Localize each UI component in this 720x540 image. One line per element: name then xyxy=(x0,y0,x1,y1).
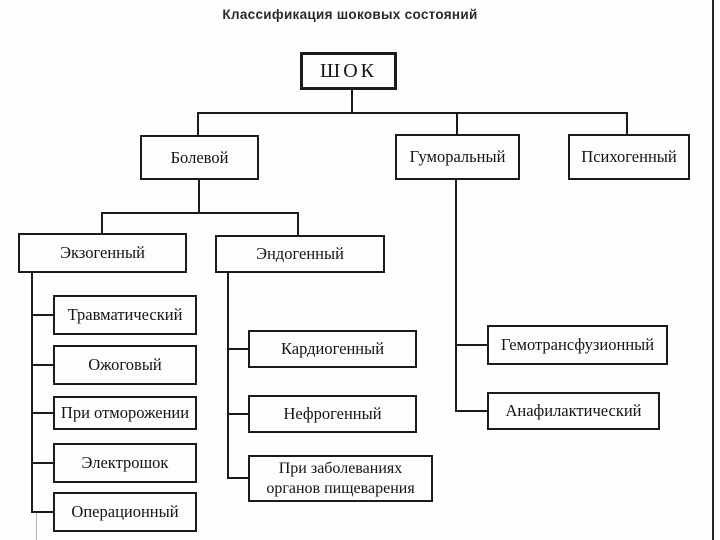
connector-level3-rail xyxy=(101,212,299,214)
connector-tick-kardiogenny xyxy=(227,348,250,350)
diagram-title: Классификация шоковых состояний xyxy=(222,7,478,22)
connector-drop-endogenny xyxy=(297,212,299,235)
node-nefrogenny: Нефрогенный xyxy=(248,395,417,433)
connector-drop-gumoralny xyxy=(456,112,458,134)
connector-tick-travmatichesky xyxy=(31,314,55,316)
node-anafilaktichesky: Анафилактический xyxy=(487,392,660,430)
connector-gumoralny-spine xyxy=(455,180,457,412)
connector-drop-bolevoy xyxy=(197,112,199,135)
connector-shok-stub xyxy=(351,90,353,114)
connector-tick-elektroshok xyxy=(31,462,55,464)
node-shok: ШОК xyxy=(300,52,397,90)
connector-ekzogenny-spine xyxy=(31,273,33,513)
connector-tick-pri-otmorozhenii xyxy=(31,412,55,414)
connector-bolevoy-stub xyxy=(198,180,200,214)
connector-tick-ozhogovy xyxy=(31,364,55,366)
node-gumoralny: Гуморальный xyxy=(395,134,520,180)
connector-tick-anafilaktichesky xyxy=(455,410,489,412)
node-ekzogenny: Экзогенный xyxy=(18,233,187,273)
scan-smudge-artifact xyxy=(36,513,37,540)
connector-tick-nefrogenny xyxy=(227,413,250,415)
connector-level2-rail xyxy=(197,112,628,114)
node-ozhogovy: Ожоговый xyxy=(53,345,197,385)
connector-tick-pri-zabolevaniyakh xyxy=(227,477,250,479)
connector-drop-psikhogenny xyxy=(626,112,628,134)
connector-endogenny-spine xyxy=(227,272,229,479)
node-pri-zabolevaniyakh: При заболеваниях органов пищеварения xyxy=(248,455,433,502)
connector-drop-ekzogenny xyxy=(101,212,103,233)
node-endogenny: Эндогенный xyxy=(215,235,385,273)
node-operatsionny: Операционный xyxy=(53,492,197,532)
node-gemotransfuzionny: Гемотрансфузионный xyxy=(487,325,668,365)
connector-tick-gemotransfuzionny xyxy=(455,344,489,346)
node-travmatichesky: Травматический xyxy=(53,295,197,335)
page-edge-artifact xyxy=(712,0,714,540)
node-pri-otmorozhenii: При отморожении xyxy=(53,396,197,430)
node-elektroshok: Электрошок xyxy=(53,443,197,483)
node-kardiogenny: Кардиогенный xyxy=(248,330,417,368)
node-psikhogenny: Психогенный xyxy=(568,134,690,180)
connector-tick-operatsionny xyxy=(31,511,55,513)
node-bolevoy: Болевой xyxy=(140,135,259,180)
